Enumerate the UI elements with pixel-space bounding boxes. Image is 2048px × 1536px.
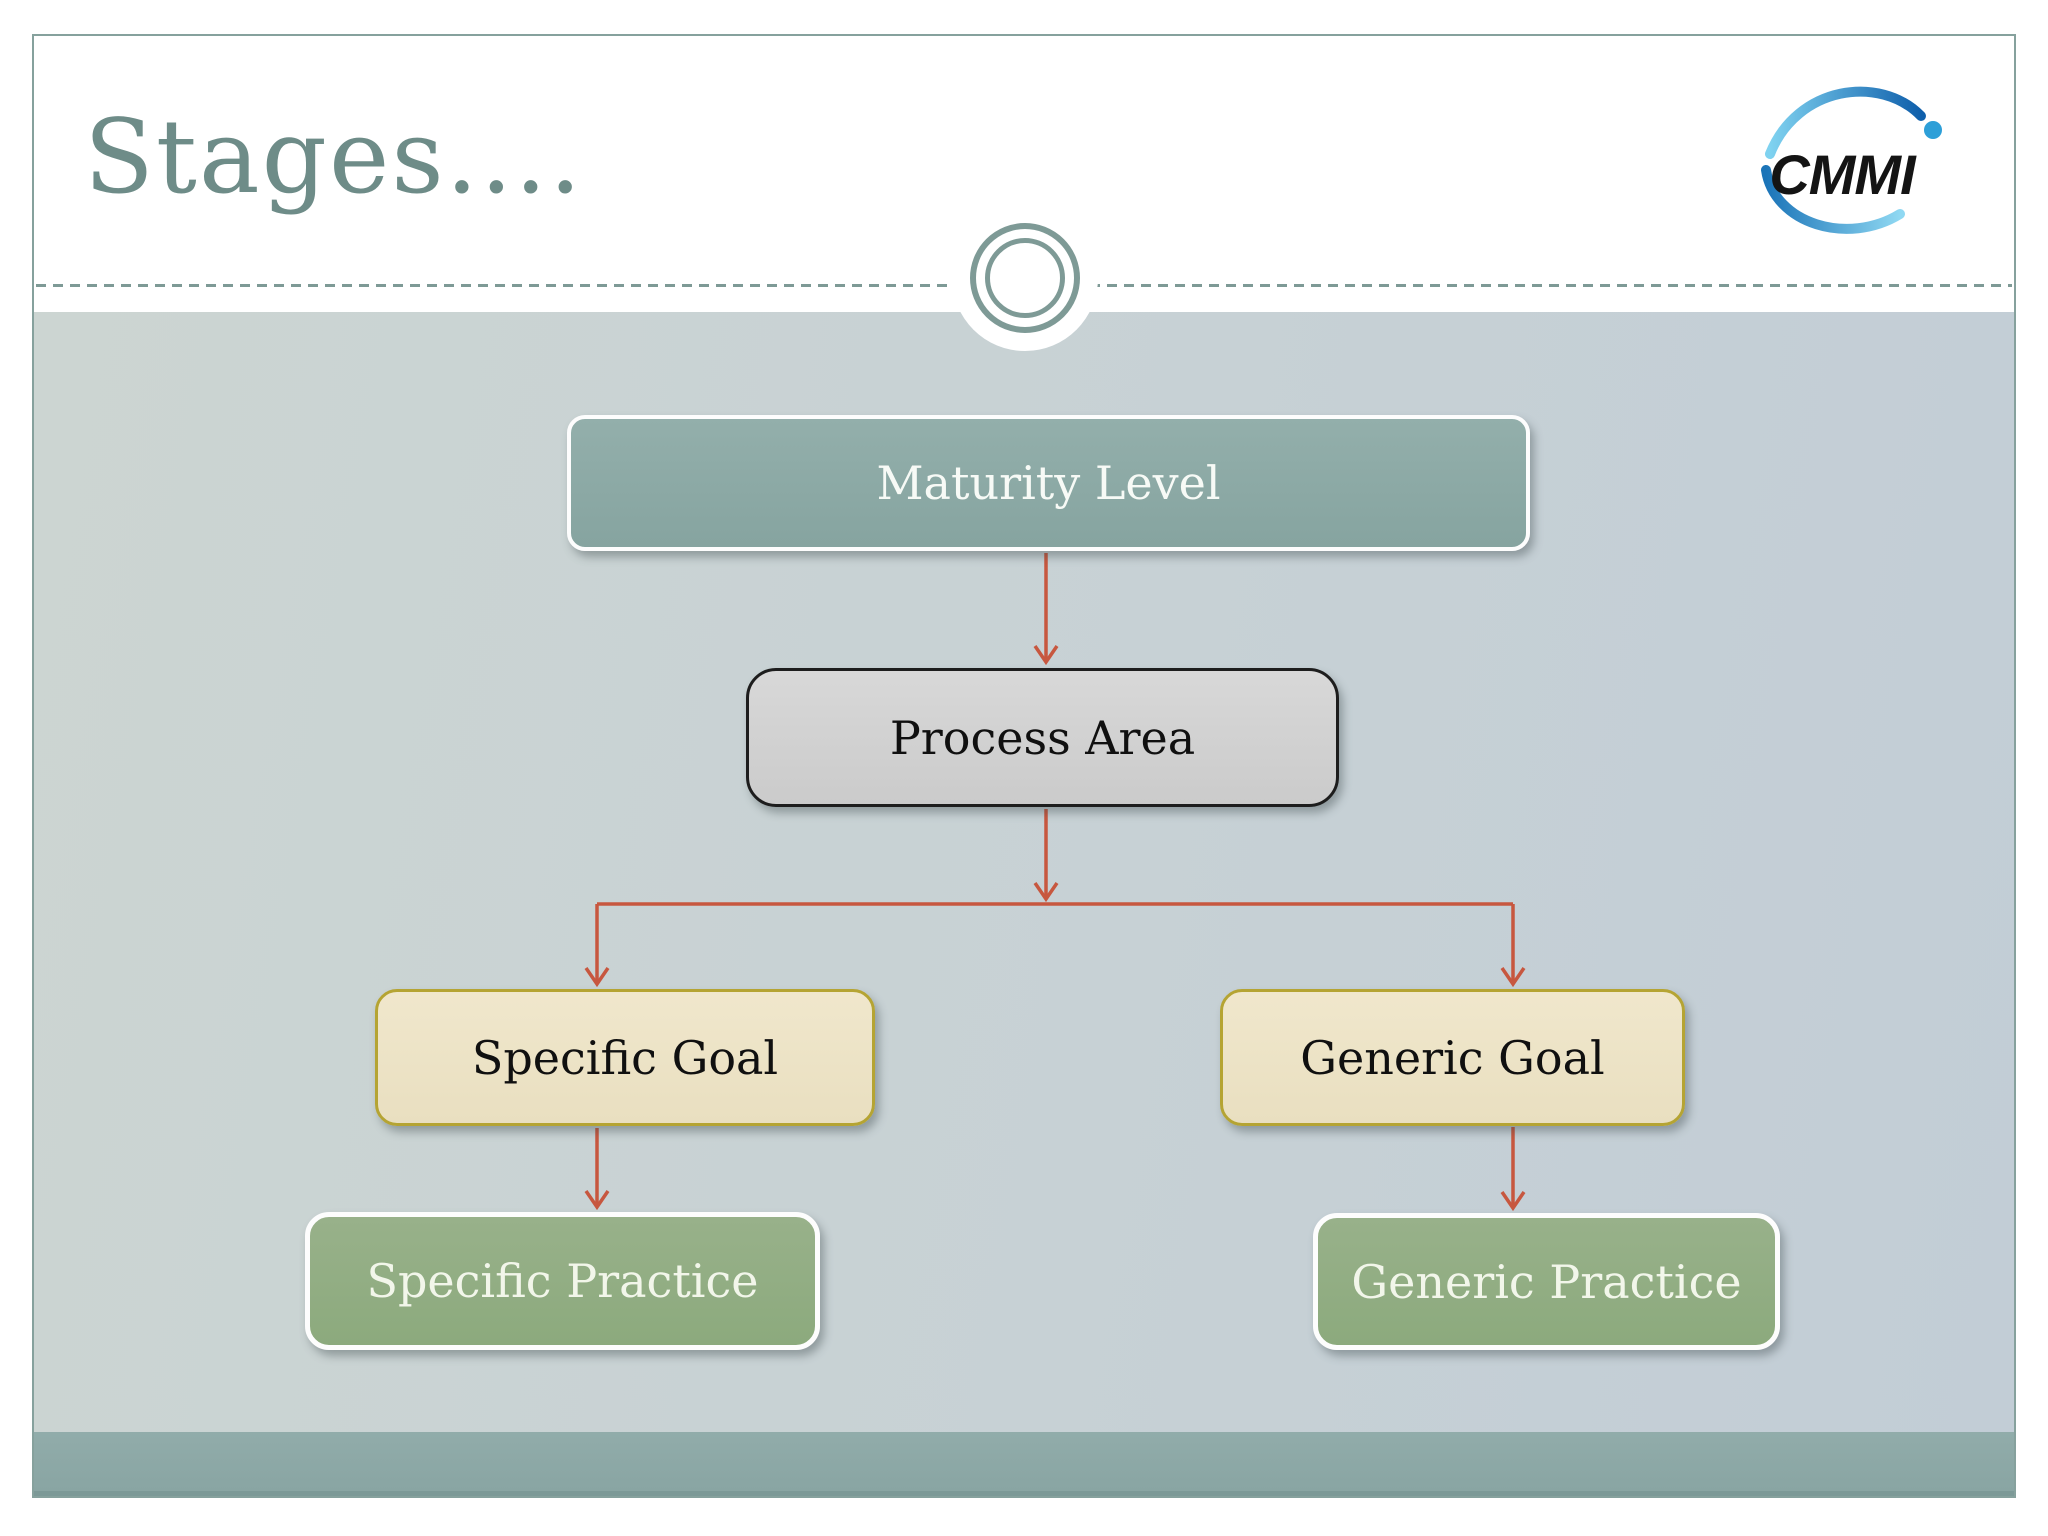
node-generic-goal: Generic Goal (1220, 989, 1685, 1126)
node-maturity-level-label: Maturity Level (876, 456, 1221, 510)
divider-circle-ornament (970, 223, 1080, 333)
node-specific-goal: Specific Goal (375, 989, 875, 1126)
logo-swoosh-top-arc (1765, 86, 1926, 159)
divider-circle-inner-ring (985, 238, 1065, 318)
logo-text: CMMI (1769, 143, 1917, 206)
node-process-area: Process Area (746, 668, 1339, 807)
footer-bar (34, 1432, 2014, 1496)
logo-dot (1924, 121, 1942, 139)
cmmi-logo: CMMI (1761, 86, 1942, 234)
slide-title: Stages.... (84, 98, 584, 217)
node-generic-practice-label: Generic Practice (1351, 1254, 1742, 1309)
node-specific-practice-label: Specific Practice (366, 1254, 759, 1308)
node-generic-practice: Generic Practice (1313, 1213, 1780, 1350)
logo-swoosh-bottom-arc (1761, 165, 1905, 234)
node-specific-goal-label: Specific Goal (471, 1030, 779, 1085)
node-maturity-level: Maturity Level (567, 415, 1530, 551)
node-generic-goal-label: Generic Goal (1300, 1030, 1605, 1085)
node-specific-practice: Specific Practice (305, 1212, 820, 1350)
node-process-area-label: Process Area (889, 710, 1196, 765)
